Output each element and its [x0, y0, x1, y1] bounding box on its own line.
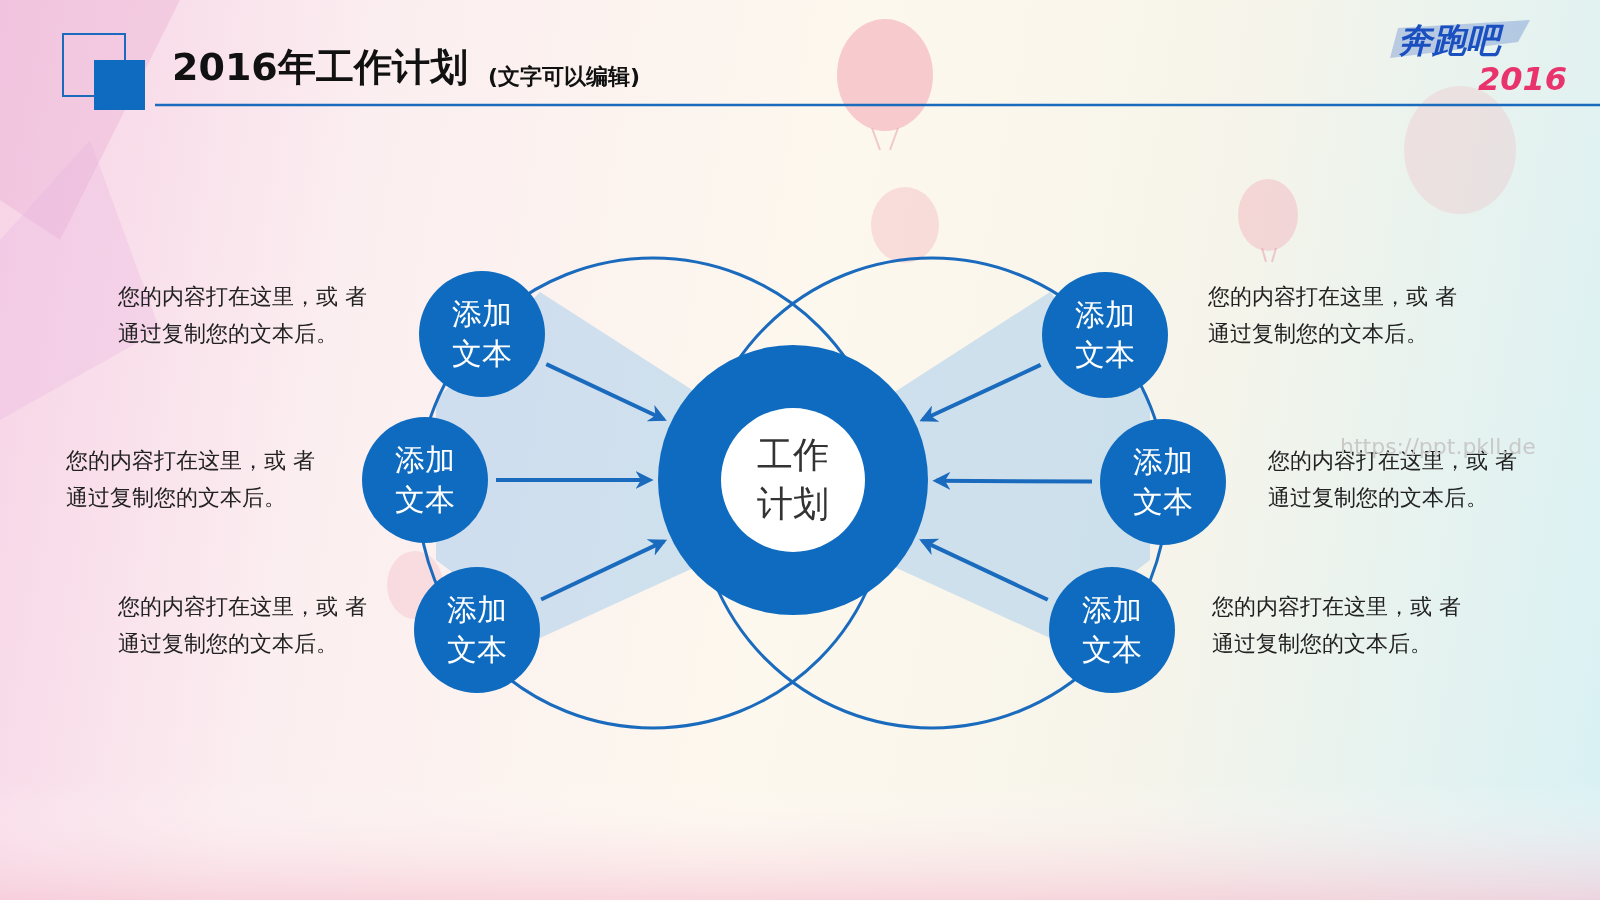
- arrow-connector: [541, 541, 664, 599]
- title-icon: [94, 60, 145, 110]
- topic-label: 添加文本: [1070, 295, 1140, 376]
- topic-label: 添加文本: [390, 440, 460, 521]
- description: 您的内容打在这里，或 者通过复制您的文本后。: [66, 442, 318, 517]
- circle-shape: [1049, 567, 1175, 693]
- slide-title: 2016年工作计划: [172, 42, 468, 93]
- center-circle: 工作计划: [658, 345, 928, 615]
- topic-circle: 添加文本: [414, 567, 540, 693]
- topic-label: 添加文本: [1128, 442, 1198, 523]
- arrow-connector: [546, 364, 663, 419]
- circle-shape: [414, 567, 540, 693]
- topic-circle: 添加文本: [1100, 419, 1226, 545]
- topic-circle: 添加文本: [1042, 272, 1168, 398]
- description: 您的内容打在这里，或 者通过复制您的文本后。: [118, 278, 370, 353]
- circle-shape: [362, 417, 488, 543]
- circle-shape: [1042, 272, 1168, 398]
- title-rule: [155, 104, 1600, 107]
- circle-shape: [419, 271, 545, 397]
- topic-label: 添加文本: [447, 294, 517, 375]
- subtitle: (文字可以编辑): [488, 58, 640, 95]
- circle-shape: [658, 345, 928, 615]
- arrow-connector: [936, 479, 1092, 484]
- arrow-connector: [923, 365, 1041, 420]
- arrow-connector: [496, 478, 650, 482]
- right-ring: [697, 258, 1167, 728]
- description: 您的内容打在这里，或 者通过复制您的文本后。: [118, 588, 370, 663]
- logo-year: 2016: [1478, 52, 1567, 106]
- center-label: 工作计划: [753, 431, 833, 528]
- topic-circle: 添加文本: [419, 271, 545, 397]
- topic-circle: 添加文本: [362, 417, 488, 543]
- description: 您的内容打在这里，或 者通过复制您的文本后。: [1212, 588, 1464, 663]
- watermark: https://ppt.pkll.de: [1340, 428, 1536, 465]
- arrow-connector: [922, 541, 1047, 600]
- description: 您的内容打在这里，或 者通过复制您的文本后。: [1208, 278, 1460, 353]
- topic-label: 添加文本: [442, 590, 512, 671]
- topic-label: 添加文本: [1077, 590, 1147, 671]
- left-ring: [418, 258, 888, 728]
- circle-shape: [1100, 419, 1226, 545]
- topic-circle: 添加文本: [1049, 567, 1175, 693]
